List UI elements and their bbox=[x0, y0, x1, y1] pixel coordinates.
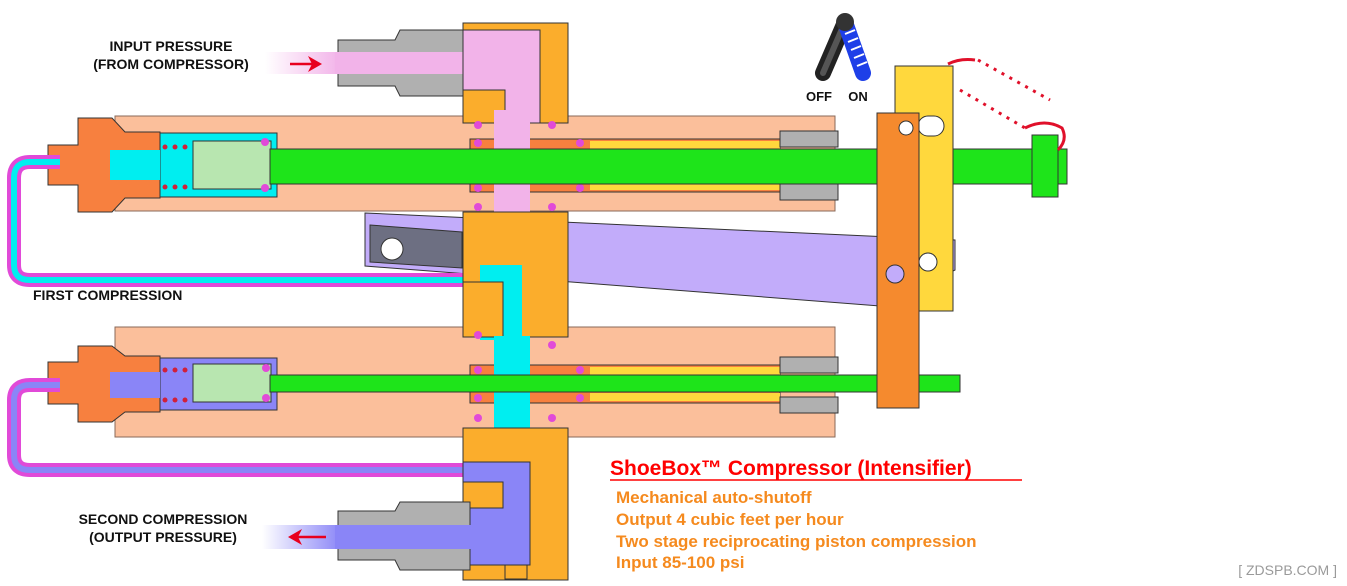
switch-on-label: ON bbox=[848, 89, 868, 104]
feature-item: Output 4 cubic feet per hour bbox=[616, 510, 844, 529]
upper-end-fitting bbox=[47, 117, 161, 213]
input-pressure-label: INPUT PRESSURE bbox=[110, 38, 233, 54]
first-transfer-tube bbox=[6, 155, 480, 287]
input-arrow bbox=[290, 56, 322, 72]
output-arrow bbox=[288, 529, 326, 545]
second-compression-label: SECOND COMPRESSION bbox=[79, 511, 248, 527]
second-transfer-tube bbox=[6, 378, 480, 477]
first-compression-label: FIRST COMPRESSION bbox=[33, 287, 182, 303]
lower-spring bbox=[162, 367, 188, 403]
lower-piston-rod bbox=[269, 374, 961, 393]
feature-item: Two stage reciprocating piston compressi… bbox=[616, 532, 977, 551]
watermark: [ ZDSPB.COM ] bbox=[1238, 562, 1337, 578]
feature-item: Mechanical auto-shutoff bbox=[616, 488, 812, 507]
output-pressure-label: (OUTPUT PRESSURE) bbox=[89, 529, 237, 545]
trigger-cord bbox=[947, 58, 1066, 152]
lower-end-fitting bbox=[47, 345, 161, 423]
center-manifold bbox=[462, 22, 584, 581]
upper-spring bbox=[162, 144, 188, 190]
lever-arm bbox=[364, 212, 956, 307]
switch-off-label: OFF bbox=[806, 89, 832, 104]
input-source-label: (FROM COMPRESSOR) bbox=[93, 56, 249, 72]
linkage-arm bbox=[876, 112, 920, 409]
toggle-switch bbox=[815, 13, 871, 81]
output-fitting bbox=[262, 501, 475, 571]
diagram-title: ShoeBox™ Compressor (Intensifier) bbox=[610, 457, 972, 480]
feature-item: Input 85-100 psi bbox=[616, 553, 744, 572]
